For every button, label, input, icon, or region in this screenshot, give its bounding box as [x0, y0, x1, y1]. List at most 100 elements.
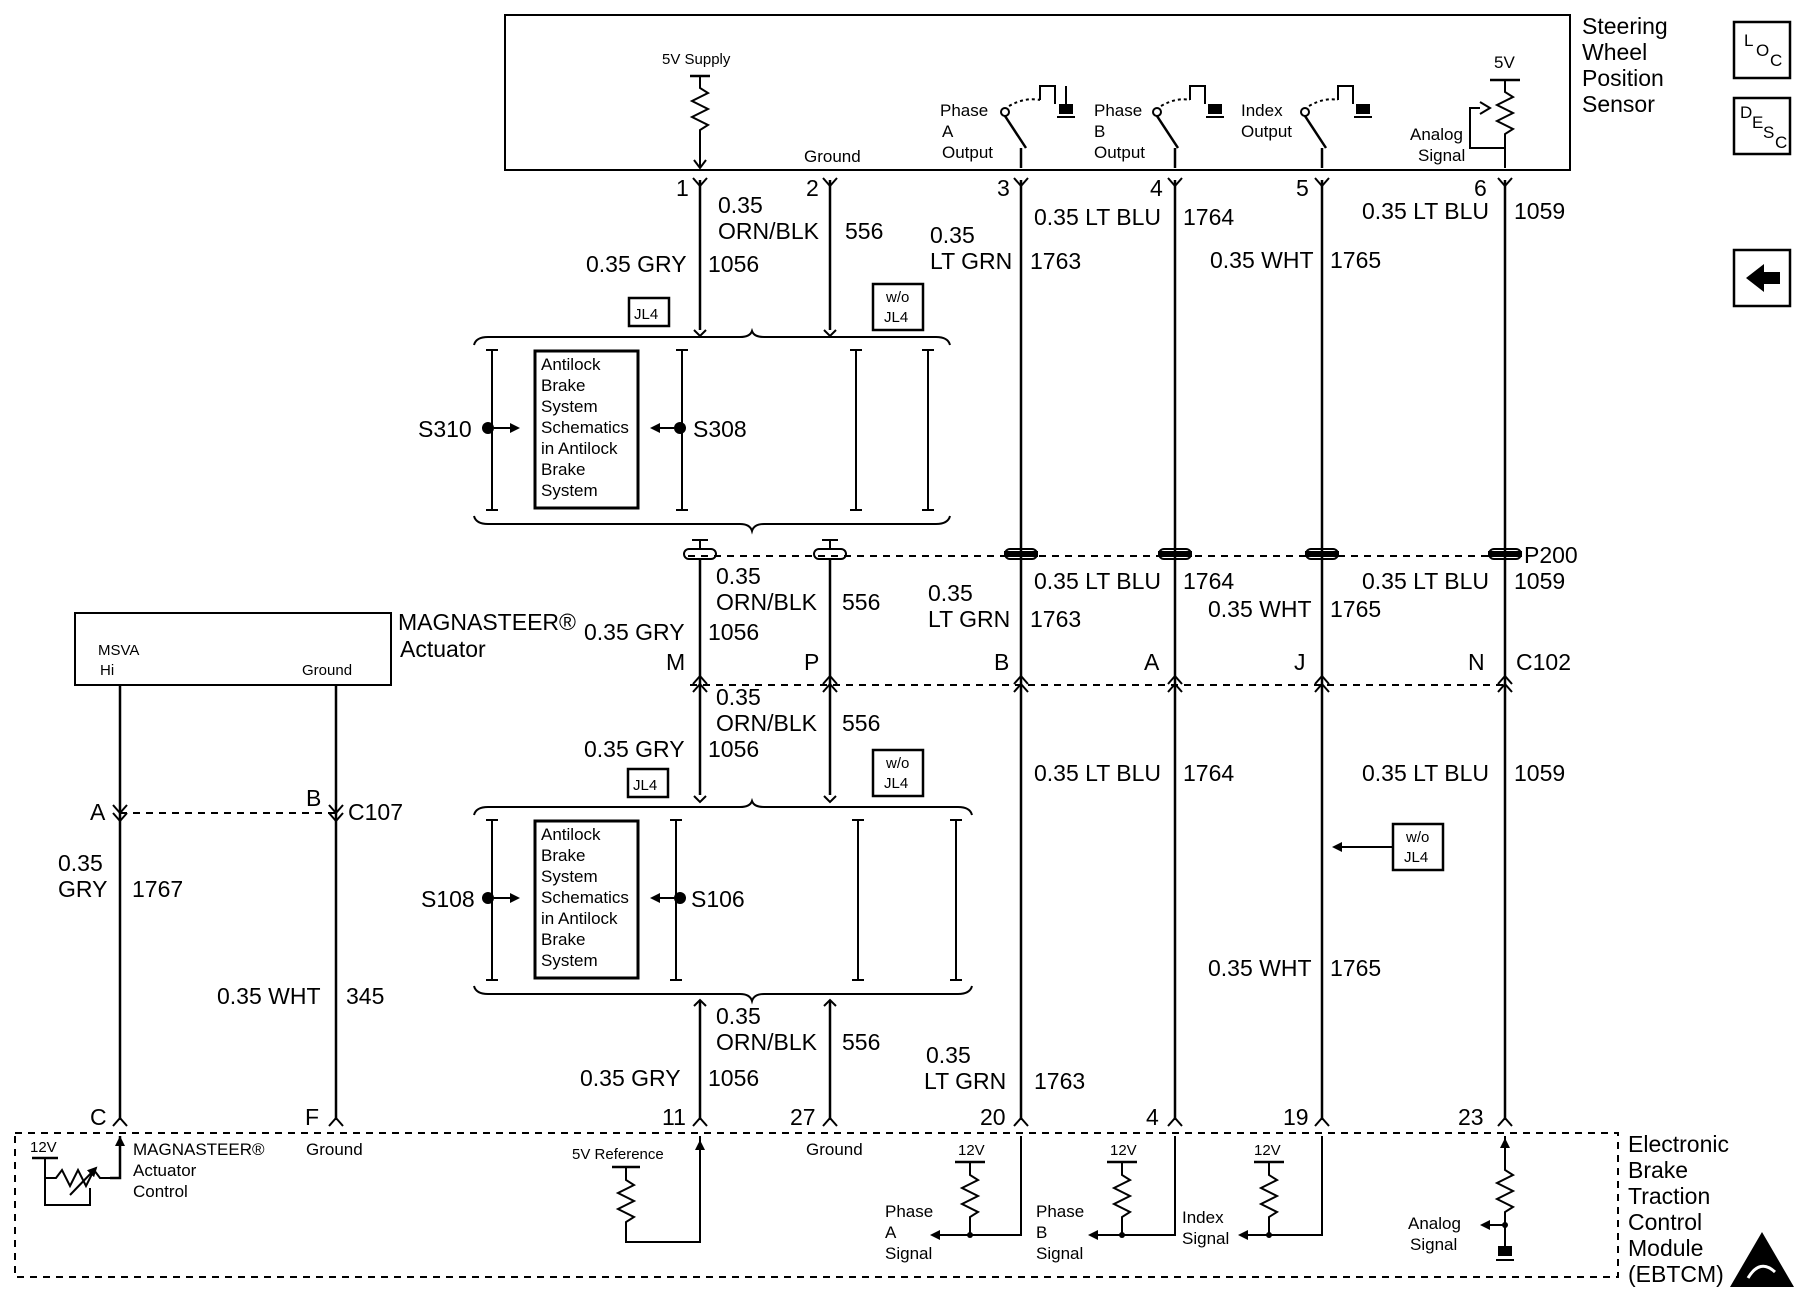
sensor-title-line: Wheel — [1582, 39, 1647, 65]
abs-note-box — [533, 349, 640, 510]
module-title: Electronic Brake Traction Control Module… — [1628, 1131, 1729, 1287]
wo-jl4-tag — [871, 282, 925, 332]
actuator-control-circuit: 12V MAGNASTEER® Actuator Control Ground — [30, 1136, 363, 1206]
phase-a-signal-circuit: 12V Phase A Signal — [885, 1136, 1022, 1263]
svg-text:0.35 GRY: 0.35 GRY — [580, 1065, 681, 1091]
svg-text:ORN/BLK: ORN/BLK — [716, 1029, 818, 1055]
supply-resistor — [689, 76, 711, 168]
svg-text:w/o: w/o — [885, 755, 909, 772]
svg-text:LT GRN: LT GRN — [924, 1068, 1006, 1094]
svg-text:(EBTCM): (EBTCM) — [1628, 1261, 1724, 1287]
svg-text:556: 556 — [842, 589, 880, 615]
svg-text:in Antilock: in Antilock — [541, 439, 618, 458]
wire-labels-c107: 0.35 GRY 1767 0.35 WHT 345 — [58, 850, 384, 1009]
ebtcm-module: Electronic Brake Traction Control Module… — [14, 1104, 1794, 1287]
svg-text:B: B — [1036, 1223, 1047, 1242]
jl4-tag — [626, 767, 670, 799]
svg-text:1763: 1763 — [1030, 606, 1081, 632]
abs-note: Antilock Brake System Schematics in Anti… — [541, 825, 629, 970]
svg-text:Analog: Analog — [1410, 125, 1463, 144]
svg-text:0.35: 0.35 — [928, 580, 973, 606]
sensor-pins: 1 2 3 4 5 6 — [676, 175, 1487, 201]
sensor-pin: 6 — [1474, 175, 1487, 201]
svg-text:Brake: Brake — [1628, 1157, 1688, 1183]
svg-text:Antilock: Antilock — [541, 825, 601, 844]
sensor-connector-marks — [692, 177, 1513, 188]
svg-text:Phase: Phase — [1094, 101, 1142, 120]
wire-labels-top: 0.35 GRY 1056 0.35 ORN/BLK 556 0.35 LT G… — [586, 192, 1565, 277]
svg-text:1056: 1056 — [708, 251, 759, 277]
sensor-pin: 4 — [1150, 175, 1163, 201]
svg-text:Actuator: Actuator — [133, 1161, 197, 1180]
p200-connector: P200 — [683, 539, 1578, 568]
phase-b-switch: Phase B Output — [1094, 85, 1224, 168]
c102-pin: N — [1468, 649, 1485, 675]
svg-text:w/o: w/o — [885, 289, 909, 306]
c107-connector: A B C107 — [90, 785, 403, 825]
svg-text:0.35: 0.35 — [930, 222, 975, 248]
svg-text:ORN/BLK: ORN/BLK — [718, 218, 820, 244]
splice-s108: S108 — [421, 886, 475, 912]
svg-text:0.35: 0.35 — [718, 192, 763, 218]
analog-potentiometer: 5V Analog Signal — [1410, 53, 1520, 168]
sensor-box — [504, 14, 1571, 171]
wo-jl4-tag — [871, 748, 925, 798]
svg-text:0.35 LT BLU: 0.35 LT BLU — [1034, 204, 1161, 230]
phase-b-signal-circuit: 12V Phase B Signal — [1036, 1136, 1176, 1263]
svg-text:0.35 LT BLU: 0.35 LT BLU — [1034, 568, 1161, 594]
module-pins: C F 11 27 20 4 19 23 — [90, 1104, 1484, 1130]
steering-sensor: Steering Wheel Position Sensor 5V Supply… — [504, 13, 1668, 171]
svg-text:1059: 1059 — [1514, 760, 1565, 786]
svg-text:Signal: Signal — [1182, 1229, 1229, 1248]
svg-text:in Antilock: in Antilock — [541, 909, 618, 928]
svg-text:Traction: Traction — [1628, 1183, 1710, 1209]
svg-text:System: System — [541, 397, 598, 416]
loc-button[interactable]: L O C — [1732, 20, 1792, 80]
svg-text:LT GRN: LT GRN — [930, 248, 1012, 274]
splice-s310: S310 — [418, 416, 472, 442]
svg-text:0.35 WHT: 0.35 WHT — [217, 983, 321, 1009]
svg-text:0.35 WHT: 0.35 WHT — [1208, 955, 1312, 981]
c102-pin: B — [994, 649, 1009, 675]
svg-text:Phase: Phase — [940, 101, 988, 120]
c102-pin: A — [1144, 649, 1160, 675]
svg-text:556: 556 — [842, 1029, 880, 1055]
jl4-tag — [627, 296, 671, 328]
svg-text:Signal: Signal — [1410, 1235, 1457, 1254]
svg-text:Schematics: Schematics — [541, 418, 629, 437]
module-pin: 19 — [1283, 1104, 1309, 1130]
back-button[interactable] — [1732, 248, 1792, 308]
svg-text:w/o: w/o — [1405, 829, 1429, 846]
svg-text:556: 556 — [842, 710, 880, 736]
svg-text:Brake: Brake — [541, 930, 585, 949]
actuator-box — [74, 612, 392, 686]
sensor-ground-label: Ground — [804, 147, 861, 166]
wire-labels-bottom: 0.35 ORN/BLK 556 0.35 GRY 1056 0.35 LT G… — [580, 1003, 1085, 1094]
svg-text:345: 345 — [346, 983, 384, 1009]
module-pin: 11 — [662, 1104, 686, 1130]
sensor-pin: 2 — [806, 175, 819, 201]
c102-pin: M — [666, 649, 685, 675]
svg-text:JL4: JL4 — [884, 775, 908, 792]
svg-text:0.35: 0.35 — [716, 1003, 761, 1029]
index-switch: Index Output — [1241, 85, 1372, 168]
back-arrow-icon — [1746, 264, 1780, 292]
svg-text:GRY: GRY — [58, 876, 107, 902]
desc-button[interactable]: D E S C — [1732, 96, 1792, 156]
svg-text:A: A — [885, 1223, 897, 1242]
actuator-title: MAGNASTEER® — [398, 609, 576, 635]
svg-text:Phase: Phase — [1036, 1202, 1084, 1221]
svg-text:JL4: JL4 — [1404, 849, 1428, 866]
svg-text:0.35: 0.35 — [716, 684, 761, 710]
lower-splice-pack: Antilock Brake System Schematics in Anti… — [421, 795, 973, 1007]
sensor-pin: 3 — [997, 175, 1010, 201]
actuator-title: Actuator — [400, 636, 486, 662]
svg-text:C: C — [1770, 51, 1782, 70]
svg-text:L: L — [1744, 31, 1753, 50]
svg-text:Index: Index — [1241, 101, 1283, 120]
svg-text:Ground: Ground — [306, 1140, 363, 1159]
svg-text:0.35 GRY: 0.35 GRY — [586, 251, 687, 277]
svg-text:A: A — [942, 122, 954, 141]
reference-circuit: 5V Reference Ground — [572, 1136, 863, 1243]
svg-text:System: System — [541, 867, 598, 886]
